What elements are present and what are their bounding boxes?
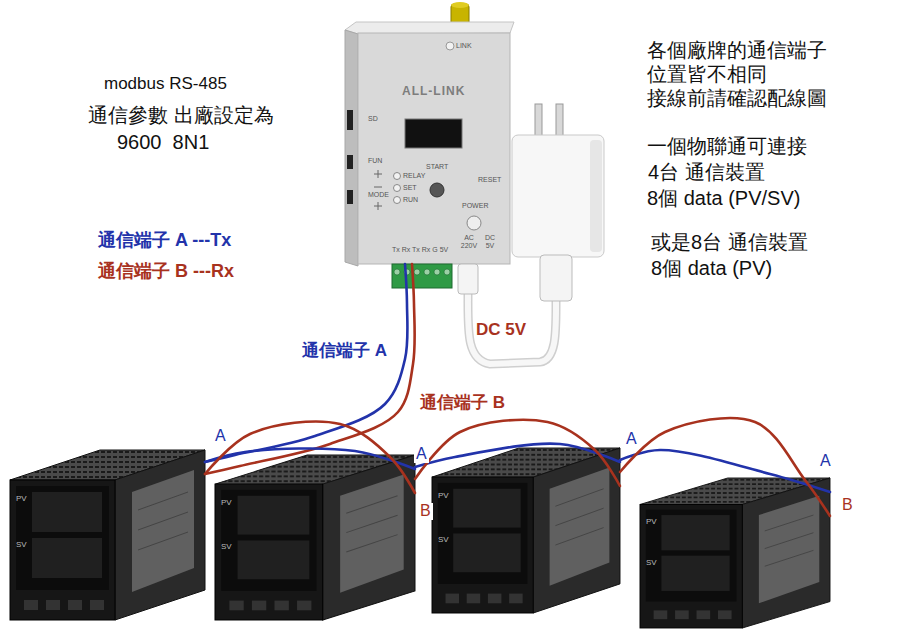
rs485-wire — [205, 422, 415, 493]
panel-text: RELAY — [403, 172, 425, 180]
terminal-letter: A — [213, 428, 228, 445]
wire-label: 通信端子 B — [418, 394, 507, 412]
terminal-letter: A — [624, 431, 639, 448]
start-button — [430, 183, 444, 197]
panel-text: Tx Rx Tx Rx G 5V — [392, 246, 448, 254]
temperature-controller: PV SV — [640, 478, 830, 628]
panel-text: START — [426, 163, 448, 171]
led — [394, 185, 401, 192]
capacity-note: 8個 data (PV/SV) — [647, 186, 800, 210]
panel-text: DC 5V — [483, 234, 497, 250]
rs485-wire — [205, 264, 408, 462]
led — [394, 173, 401, 180]
panel-text: LINK — [456, 42, 472, 50]
terminal-note: 通信端子 A ---Tx — [98, 230, 231, 252]
temperature-controller — [432, 448, 620, 613]
capacity-note: 4台 通信裝置 — [648, 160, 765, 184]
panel-text: SV — [646, 558, 657, 567]
terminal-letter: A — [414, 446, 429, 463]
temperature-controller: PV SV — [215, 455, 415, 620]
panel-text: SD — [368, 115, 378, 123]
capacity-note: 或是8台 通信裝置 — [651, 230, 808, 254]
panel-text: FUN — [368, 157, 382, 165]
wire-label: 通信端子 A — [300, 342, 389, 360]
power-adapter — [512, 135, 604, 257]
plug-prong — [556, 104, 563, 138]
panel-text: AC 220V — [458, 234, 480, 250]
usb-plug — [540, 255, 572, 301]
button-symbols — [374, 170, 382, 210]
side-switch — [347, 155, 353, 169]
adapter-shade — [590, 140, 602, 252]
iot-gateway: LINK ALL-LINK SD FUN MODE RELAY SET RUN START RES… — [358, 33, 510, 264]
antenna-top — [451, 2, 469, 8]
terminal-screws — [394, 269, 450, 275]
power-button — [467, 216, 481, 230]
panel-text: RUN — [403, 196, 418, 204]
usb-cable — [468, 292, 556, 364]
temperature-controller — [640, 478, 830, 628]
terminal-letter: B — [418, 503, 433, 520]
protocol-note: modbus RS-485 — [104, 74, 227, 94]
terminal-note: 通信端子 B ---Rx — [98, 261, 234, 283]
panel-text: RESET — [478, 176, 501, 184]
temperature-controller — [215, 455, 415, 620]
panel-text: ALL-LINK — [402, 85, 465, 99]
panel-text: SET — [403, 184, 417, 192]
device-top — [345, 22, 514, 34]
led — [446, 42, 454, 50]
panel-text: SV — [16, 540, 27, 549]
settings-note: 通信參數 出廠設定為 — [88, 103, 274, 127]
rs485-wire — [415, 420, 620, 486]
capacity-note: 一個物聯通可連接 — [647, 134, 807, 158]
terminal-letter: B — [840, 497, 855, 514]
power-plug — [458, 264, 478, 294]
power-label: DC 5V — [476, 320, 526, 340]
panel-text: PV — [646, 517, 657, 526]
usb-cable — [468, 292, 556, 364]
device-face — [358, 33, 510, 264]
side-switch — [347, 190, 353, 204]
side-slot — [347, 110, 353, 130]
terminal-block — [392, 264, 452, 288]
rs485-wire — [415, 444, 620, 467]
panel-text: POWER — [462, 202, 488, 210]
device-side — [345, 30, 358, 266]
panel-text: SV — [221, 542, 232, 551]
wiring-note: 各個廠牌的通信端子 位置皆不相同 接線前請確認配線圖 — [647, 38, 847, 110]
temperature-controller: PV SV — [10, 450, 205, 620]
panel-text: PV — [438, 491, 449, 500]
temperature-controller: PV SV — [432, 448, 620, 613]
panel-text: PV — [221, 498, 232, 507]
temperature-controller — [10, 450, 205, 620]
plug-prong — [535, 104, 542, 138]
panel-text: MODE — [368, 191, 389, 199]
panel-text: PV — [16, 494, 27, 503]
terminal-letter: A — [818, 453, 833, 470]
display-window — [405, 119, 462, 148]
panel-text: SV — [438, 535, 449, 544]
capacity-note: 8個 data (PV) — [651, 256, 772, 280]
led — [394, 197, 401, 204]
rs485-wire — [620, 418, 830, 516]
settings-value: 9600 8N1 — [117, 130, 209, 154]
